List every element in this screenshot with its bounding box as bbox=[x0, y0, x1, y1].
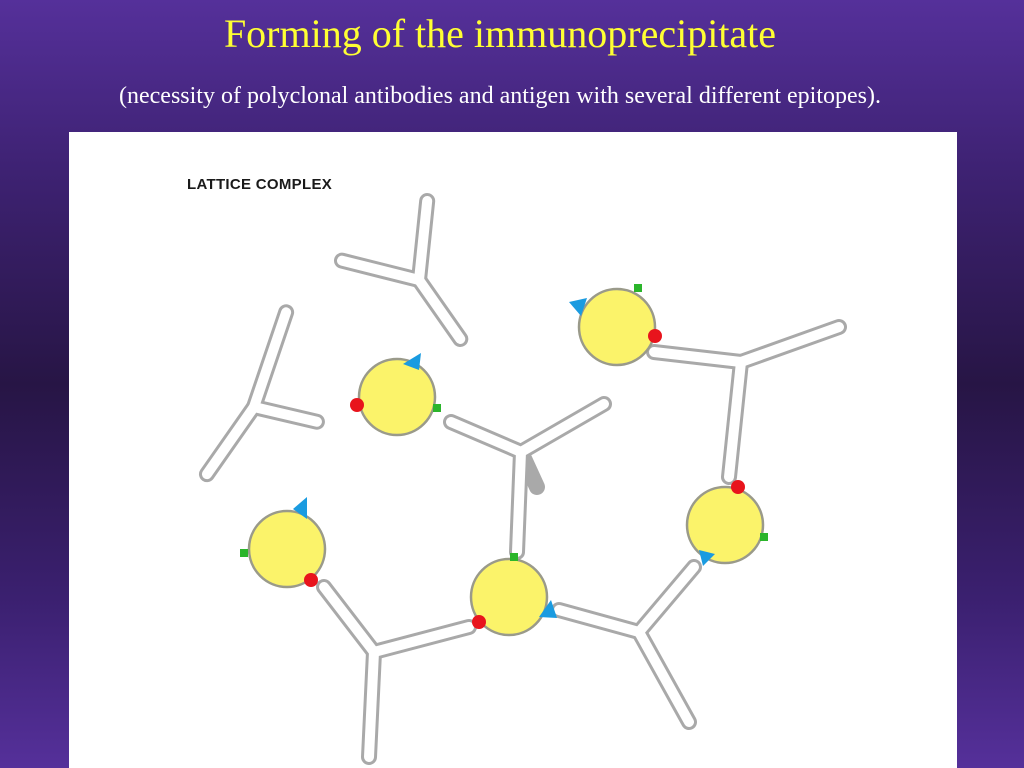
figure-label: LATTICE COMPLEX bbox=[187, 176, 333, 193]
antigen-3 bbox=[240, 497, 327, 589]
antibody-6 bbox=[551, 559, 702, 730]
epitope-red bbox=[350, 398, 364, 412]
epitope-red bbox=[648, 329, 662, 343]
antibody-5 bbox=[316, 579, 477, 765]
epitope-green bbox=[433, 404, 441, 412]
lattice-diagram bbox=[198, 193, 847, 765]
epitope-green bbox=[634, 284, 642, 292]
epitope-blue bbox=[539, 600, 557, 618]
epitope-red bbox=[731, 480, 745, 494]
antigen-5 bbox=[685, 480, 768, 566]
epitope-blue bbox=[569, 298, 587, 316]
epitope-red bbox=[304, 573, 318, 587]
lattice-figure-panel: LATTICE COMPLEX bbox=[69, 132, 957, 768]
antigen-4 bbox=[469, 553, 557, 637]
antibody-1 bbox=[333, 193, 503, 369]
slide-subtitle: (necessity of polyclonal antibodies and … bbox=[119, 83, 881, 109]
antigen-2 bbox=[569, 284, 662, 367]
epitope-blue bbox=[699, 550, 715, 566]
antibody-3 bbox=[443, 396, 612, 560]
slide-title: Forming of the immunoprecipitate bbox=[223, 11, 777, 56]
epitope-blue bbox=[403, 353, 421, 370]
epitope-green bbox=[760, 533, 768, 541]
epitope-green bbox=[510, 553, 518, 561]
epitope-green bbox=[240, 549, 248, 557]
antibody-4 bbox=[646, 319, 847, 485]
epitope-red bbox=[472, 615, 486, 629]
epitope-blue bbox=[293, 497, 307, 519]
antigen-1 bbox=[350, 353, 441, 437]
antibody-2 bbox=[198, 304, 325, 483]
